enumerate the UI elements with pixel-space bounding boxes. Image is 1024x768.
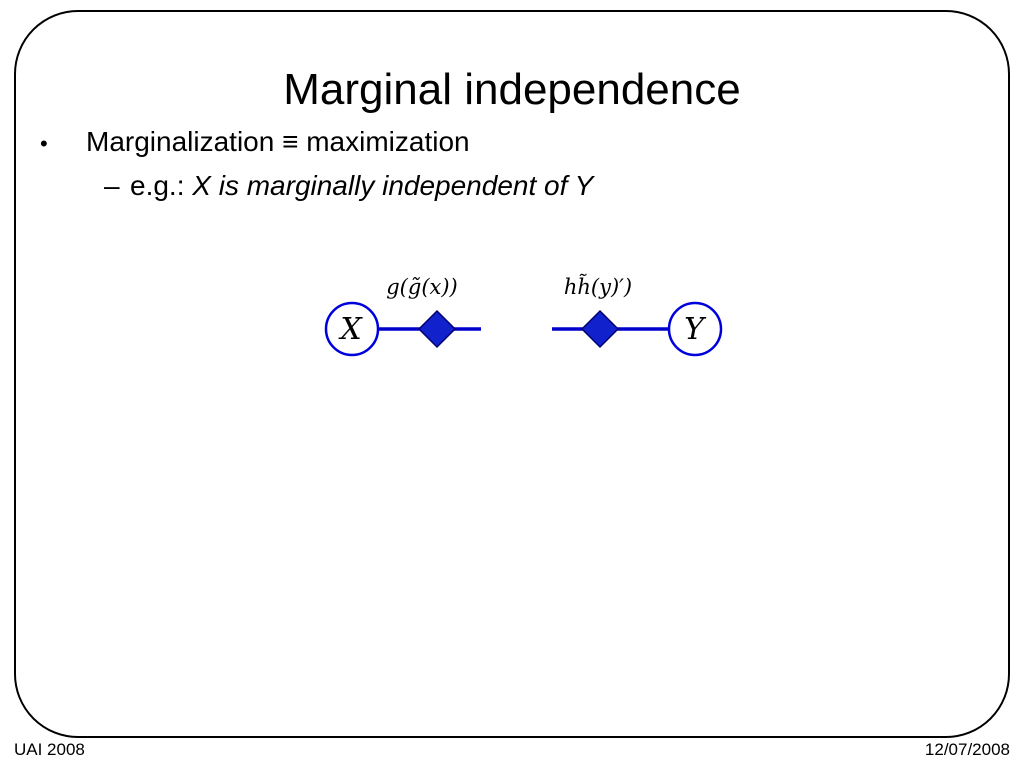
sub-bullet-prefix: e.g.: bbox=[130, 170, 193, 201]
node-x-label: X bbox=[338, 312, 363, 347]
node-x-circle bbox=[324, 301, 380, 357]
right-factor-diamond bbox=[580, 309, 620, 349]
node-y-circle bbox=[667, 301, 723, 357]
node-y-label: Y bbox=[684, 312, 707, 347]
factor-graph-diagram: g(g̃(x)) hh̃(y)′) X Y bbox=[324, 274, 723, 357]
sub-bullet-dash: – bbox=[104, 170, 120, 201]
slide-border bbox=[14, 10, 1010, 738]
bullet-item-sub: – e.g.: X is marginally independent of Y bbox=[104, 166, 940, 206]
footer-date: 12/07/2008 bbox=[924, 740, 1010, 759]
left-factor-label: g(g̃(x)) bbox=[386, 275, 458, 299]
page-title: Marginal independence bbox=[283, 65, 741, 114]
bullet-item-main: • Marginalization ≡ maximization bbox=[40, 122, 940, 164]
sub-bullet-italic: X is marginally independent of Y bbox=[192, 170, 594, 201]
bullet-text-main: Marginalization ≡ maximization bbox=[86, 126, 470, 157]
footer-conference: UAI 2008 bbox=[14, 740, 85, 759]
right-factor-label: hh̃(y)′) bbox=[564, 274, 632, 299]
bullet-list: • Marginalization ≡ maximization – e.g.:… bbox=[40, 122, 940, 206]
left-factor-diamond bbox=[417, 309, 457, 349]
bullet-glyph: • bbox=[40, 131, 48, 156]
bullet-text-sub: e.g.: X is marginally independent of Y bbox=[130, 166, 593, 206]
